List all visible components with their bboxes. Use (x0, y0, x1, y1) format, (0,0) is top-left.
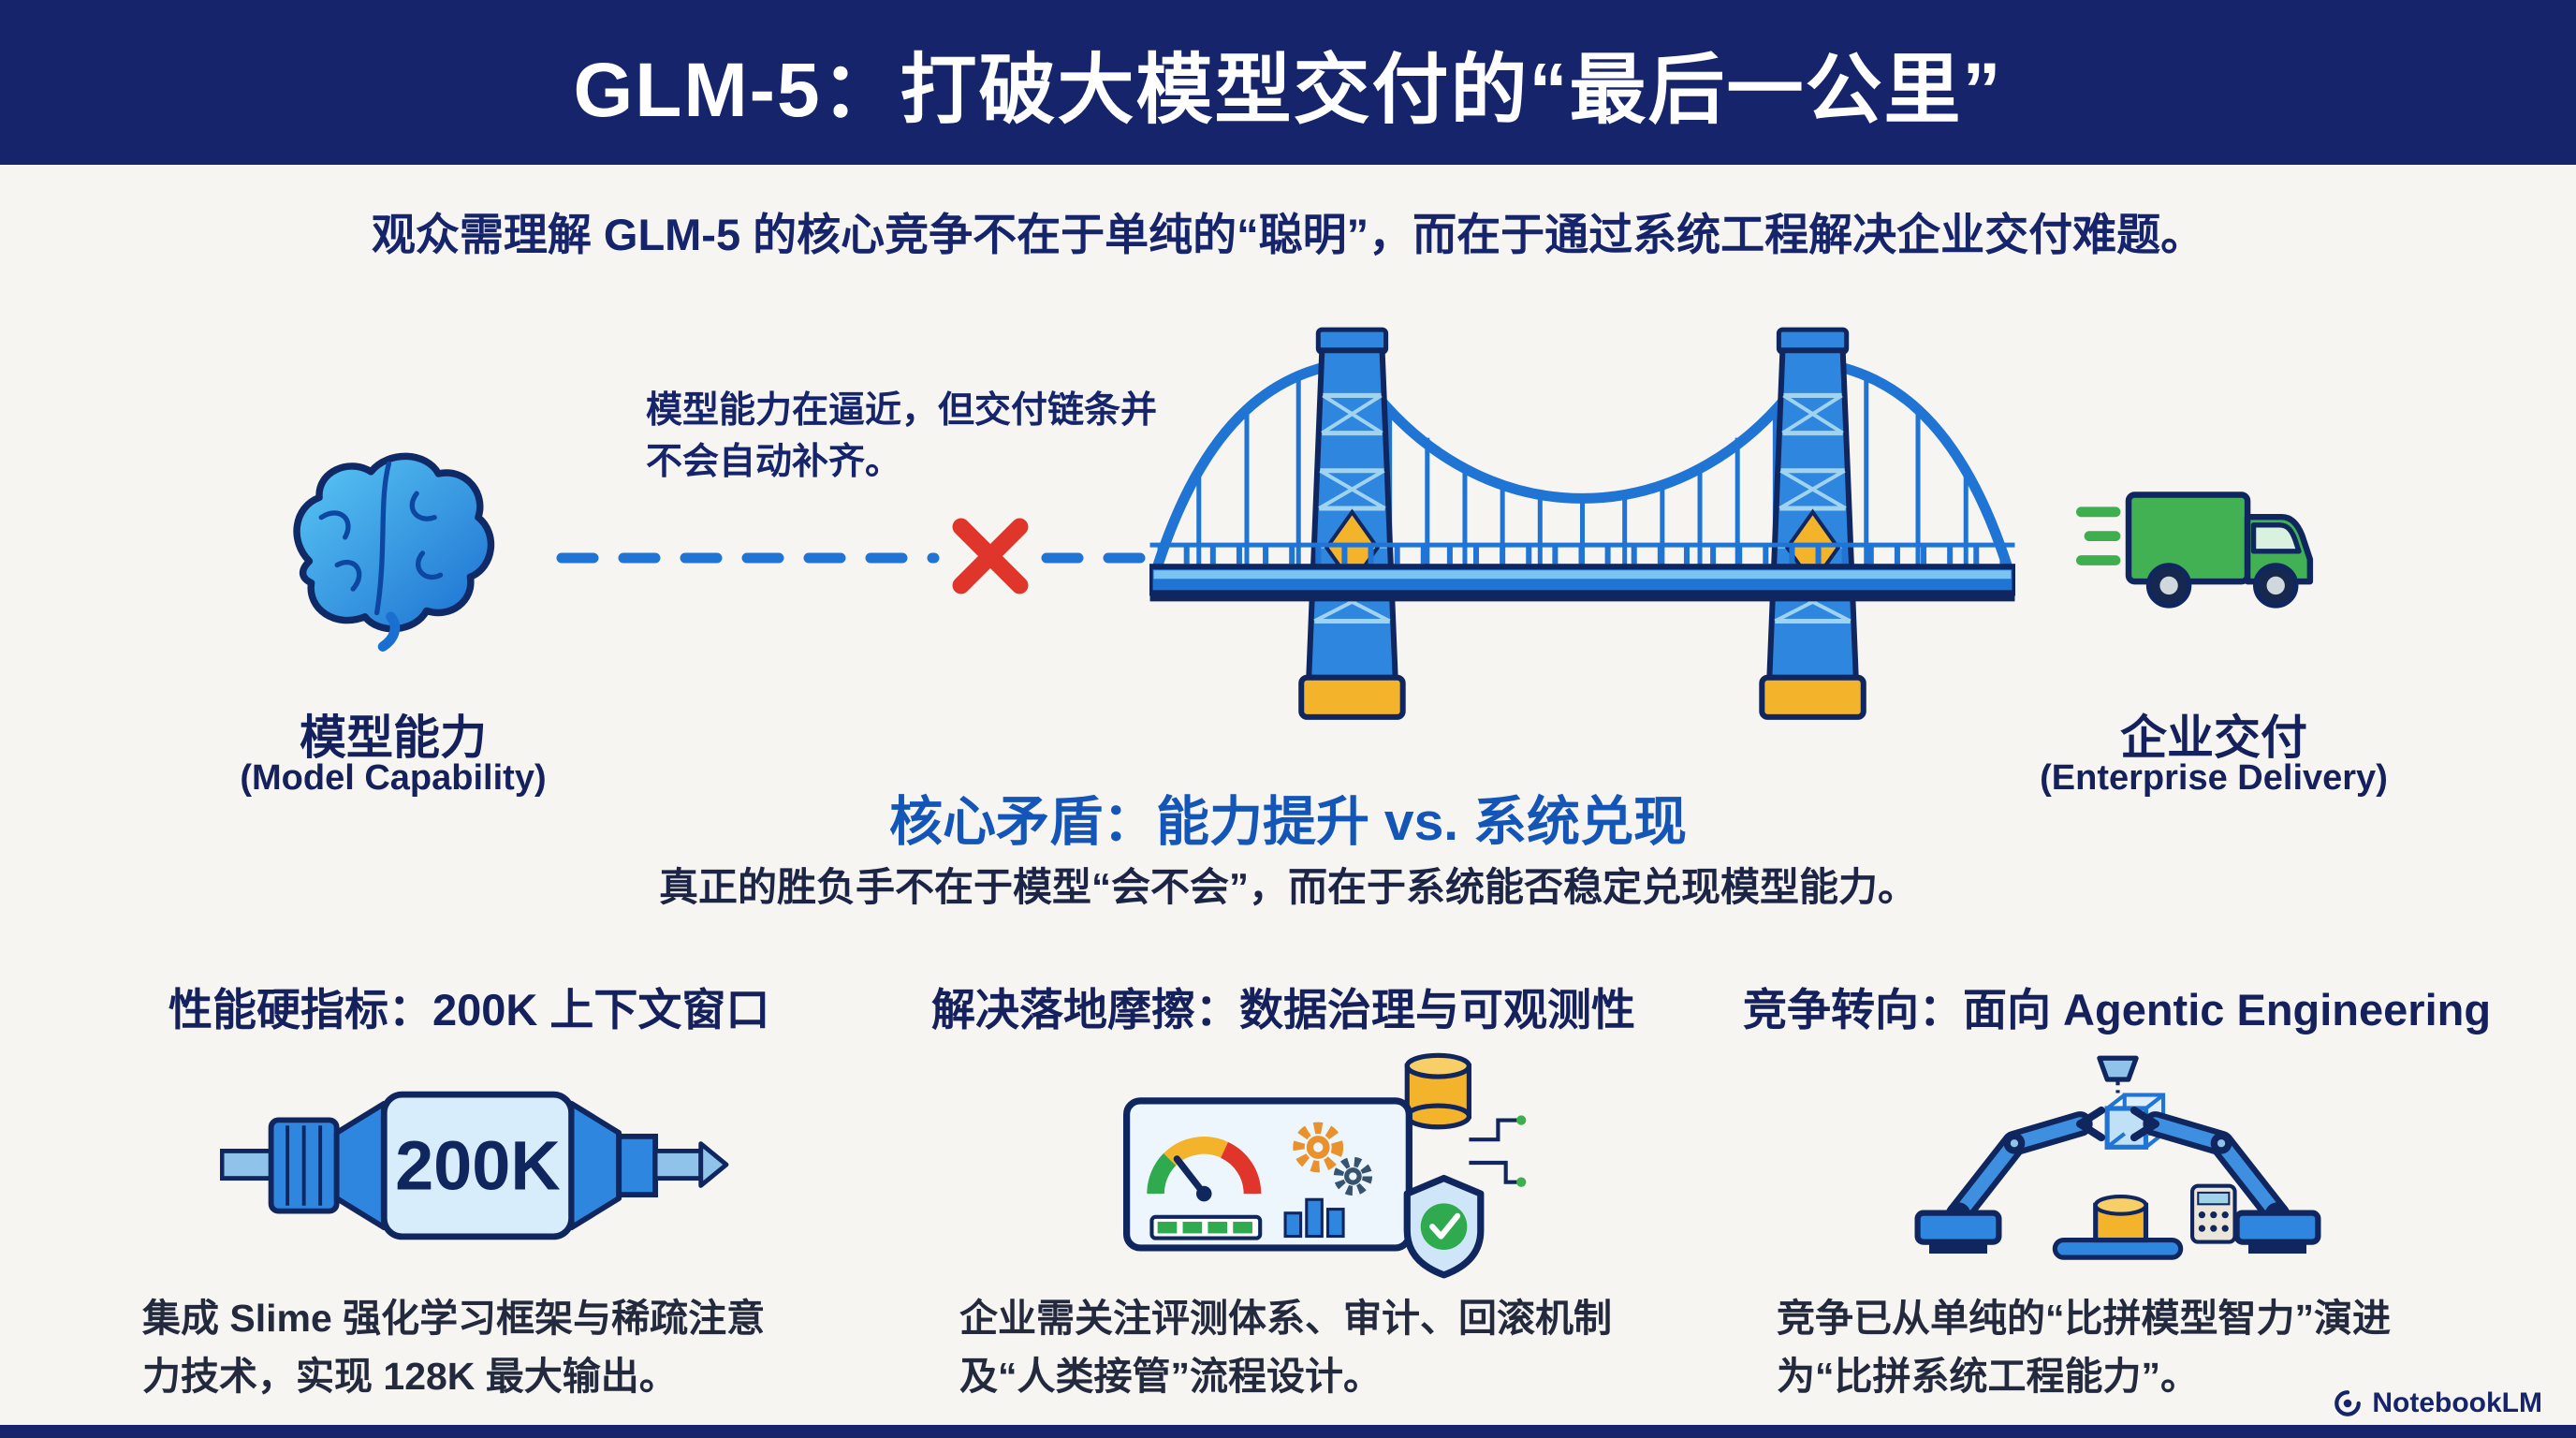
model-capability-label: 模型能力 (300, 712, 487, 764)
intro-text: 观众需理解 GLM-5 的核心竞争不在于单纯的“聪明”，而在于通过系统工程解决企… (371, 210, 2205, 259)
brand-badge: NotebookLM (2333, 1387, 2542, 1419)
dashed-link-left (556, 548, 940, 568)
column-body-context-window: 集成 Slime 强化学习框架与稀疏注意力技术，实现 128K 最大输出。 (142, 1297, 766, 1398)
column-body-governance: 企业需关注评测体系、审计、回滚机制及“人类接管”流程设计。 (959, 1297, 1612, 1398)
engine-icon: 200K (220, 1065, 730, 1266)
enterprise-delivery-label: 企业交付 (2120, 712, 2307, 764)
column-body-agentic: 竞争已从单纯的“比拼模型智力”演进为“比拼系统工程能力”。 (1777, 1297, 2391, 1398)
bottom-bar (0, 1425, 2576, 1438)
brand-name: NotebookLM (2372, 1387, 2542, 1418)
truck-icon (2076, 461, 2338, 634)
robot-arms-icon (1910, 1050, 2326, 1283)
conflict-description: 真正的胜负手不在于模型“会不会”，而在于系统能否稳定兑现模型能力。 (658, 865, 1917, 909)
conflict-title: 核心矛盾：能力提升 vs. 系统兑现 (889, 792, 1687, 852)
dashboard-icon (1119, 1047, 1535, 1279)
column-heading-context-window: 性能硬指标：200K 上下文窗口 (168, 985, 770, 1034)
enterprise-delivery-sublabel: (Enterprise Delivery) (2040, 758, 2388, 798)
column-heading-governance: 解决落地摩擦：数据治理与可观测性 (931, 985, 1635, 1034)
header-bar: GLM-5：打破大模型交付的“最后一公里” (0, 0, 2576, 165)
x-icon (947, 513, 1033, 599)
notebooklm-logo-icon (2333, 1388, 2363, 1418)
bridge-icon (1149, 298, 2015, 740)
brain-icon (271, 442, 510, 653)
dashed-link-right (1041, 548, 1167, 568)
gap-annotation: 模型能力在逼近，但交付链条并不会自动补齐。 (646, 390, 1158, 482)
model-capability-sublabel: (Model Capability) (240, 758, 547, 798)
page-title: GLM-5：打破大模型交付的“最后一公里” (573, 47, 2003, 133)
column-heading-agentic: 竞争转向：面向 Agentic Engineering (1743, 985, 2492, 1034)
context-window-value: 200K (395, 1126, 561, 1204)
